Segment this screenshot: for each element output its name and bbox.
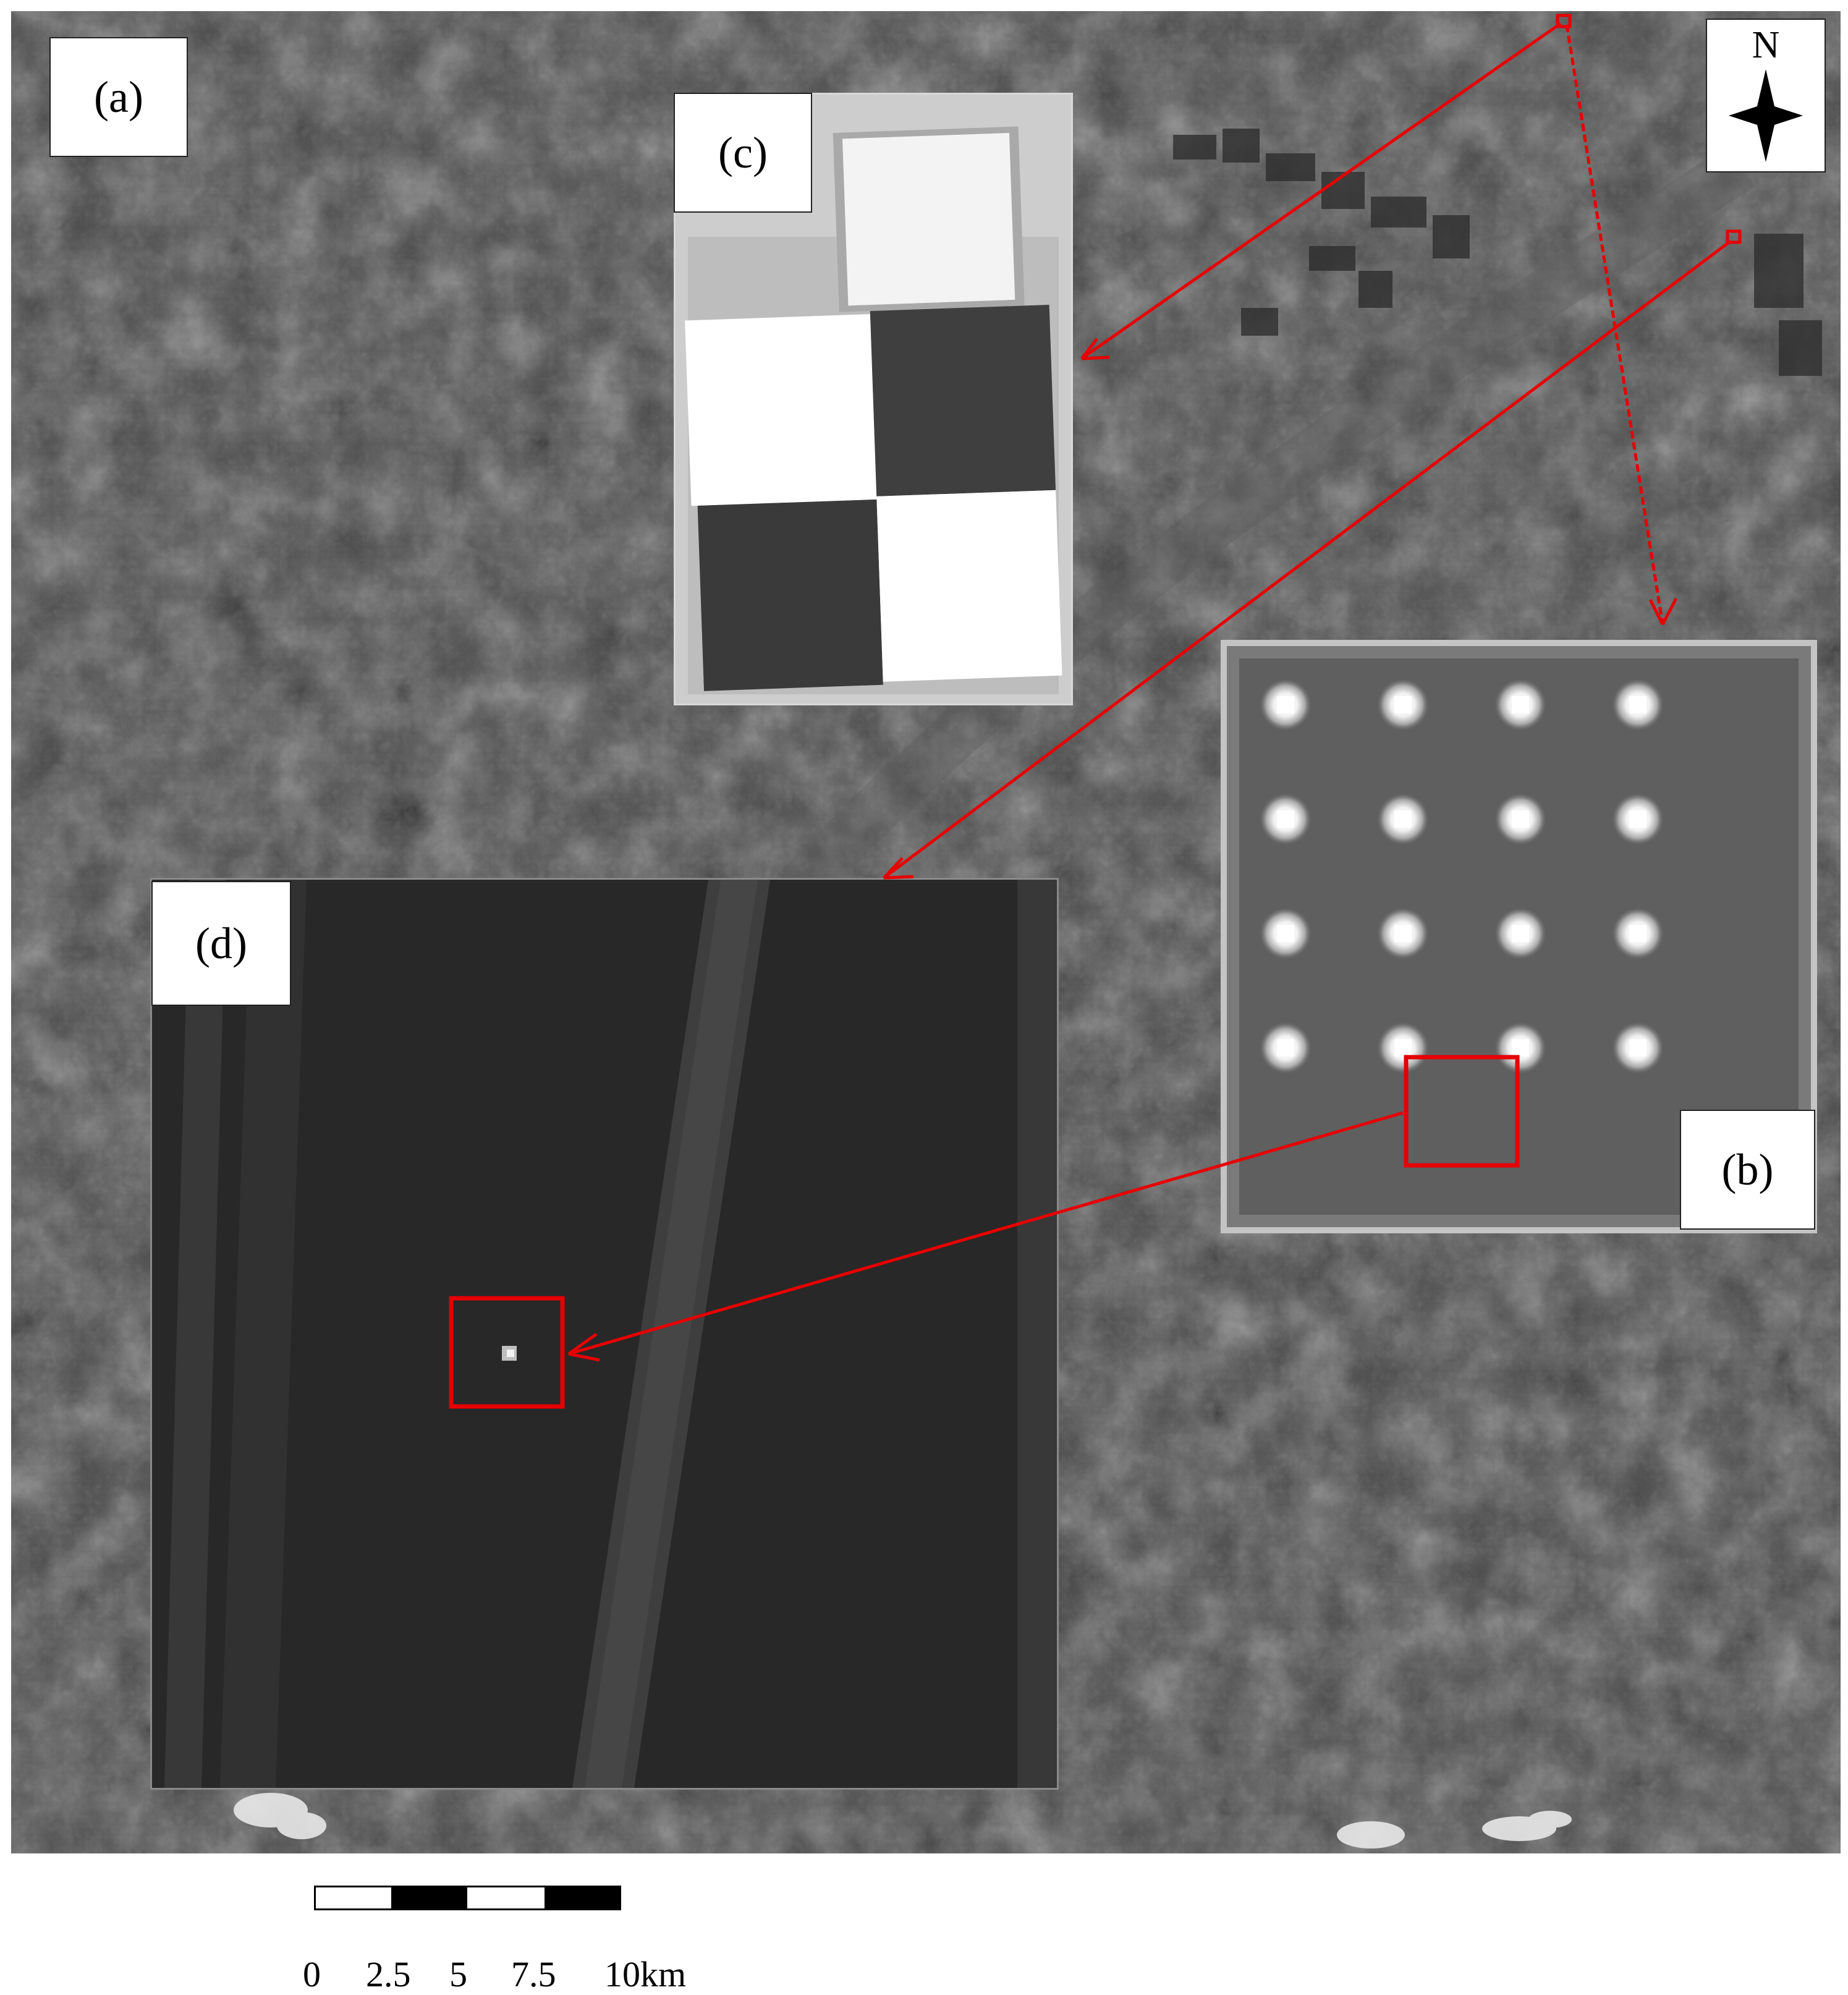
point-target <box>1277 696 1294 713</box>
point-targets <box>1260 679 1664 1074</box>
panel-d-label: (d) <box>151 881 291 1006</box>
highlight-box-d <box>449 1296 565 1409</box>
point-target <box>1277 925 1294 942</box>
panel-a-label: (a) <box>49 37 188 157</box>
arrowhead-b <box>1648 597 1678 626</box>
point-target <box>1394 1039 1412 1057</box>
arrowhead-b-to-d <box>567 1332 600 1362</box>
point-target <box>1629 1039 1647 1057</box>
point-target <box>1394 810 1412 828</box>
point-target <box>1512 1039 1529 1057</box>
point-target <box>1277 810 1294 828</box>
scale-tick-10km: 10km <box>604 1954 687 1994</box>
scale-bar-graphic <box>314 1886 621 1910</box>
point-target <box>1629 810 1647 828</box>
clouds <box>234 1793 1572 1848</box>
panel-c-label-text: (c) <box>718 127 768 177</box>
arrow-to-b <box>1565 24 1664 625</box>
arrow-b-to-d <box>568 1111 1404 1356</box>
point-target <box>1394 696 1412 713</box>
scale-tick-2-5: 2.5 <box>366 1954 411 1994</box>
north-arrow: N <box>1706 19 1826 172</box>
arrow-to-c <box>1080 22 1562 360</box>
source-box-b-c <box>1556 14 1572 28</box>
point-target <box>1512 810 1529 828</box>
point-target <box>1629 696 1647 713</box>
panel-c-inset <box>674 93 1073 705</box>
point-target <box>1629 925 1647 942</box>
north-letter: N <box>1752 24 1780 66</box>
highlight-box-b <box>1404 1055 1520 1168</box>
annotation-overlay <box>449 14 1742 1409</box>
panel-d-image <box>152 880 1057 1788</box>
panel-d-label-text: (d) <box>195 918 247 968</box>
source-box-d <box>1726 229 1742 244</box>
point-target <box>1512 696 1529 713</box>
field-patches <box>1173 129 1822 376</box>
panel-c-label: (c) <box>674 93 812 213</box>
scale-tick-5: 5 <box>449 1954 467 1994</box>
point-target <box>1512 925 1529 942</box>
panel-b-label-text: (b) <box>1721 1144 1774 1194</box>
scale-bar <box>314 1886 621 1910</box>
arrowhead-c <box>1080 338 1110 360</box>
panel-b-label: (b) <box>1680 1110 1815 1230</box>
point-target <box>1394 925 1412 942</box>
arrow-to-d <box>883 240 1732 879</box>
scale-tick-0: 0 <box>303 1954 321 1994</box>
panel-a-label-text: (a) <box>94 72 143 122</box>
panel-d-inset <box>150 878 1059 1790</box>
arrowhead-d <box>883 857 914 880</box>
point-target <box>1277 1039 1294 1057</box>
scale-tick-7-5: 7.5 <box>511 1954 556 1994</box>
north-arrow-icon <box>1729 69 1803 162</box>
